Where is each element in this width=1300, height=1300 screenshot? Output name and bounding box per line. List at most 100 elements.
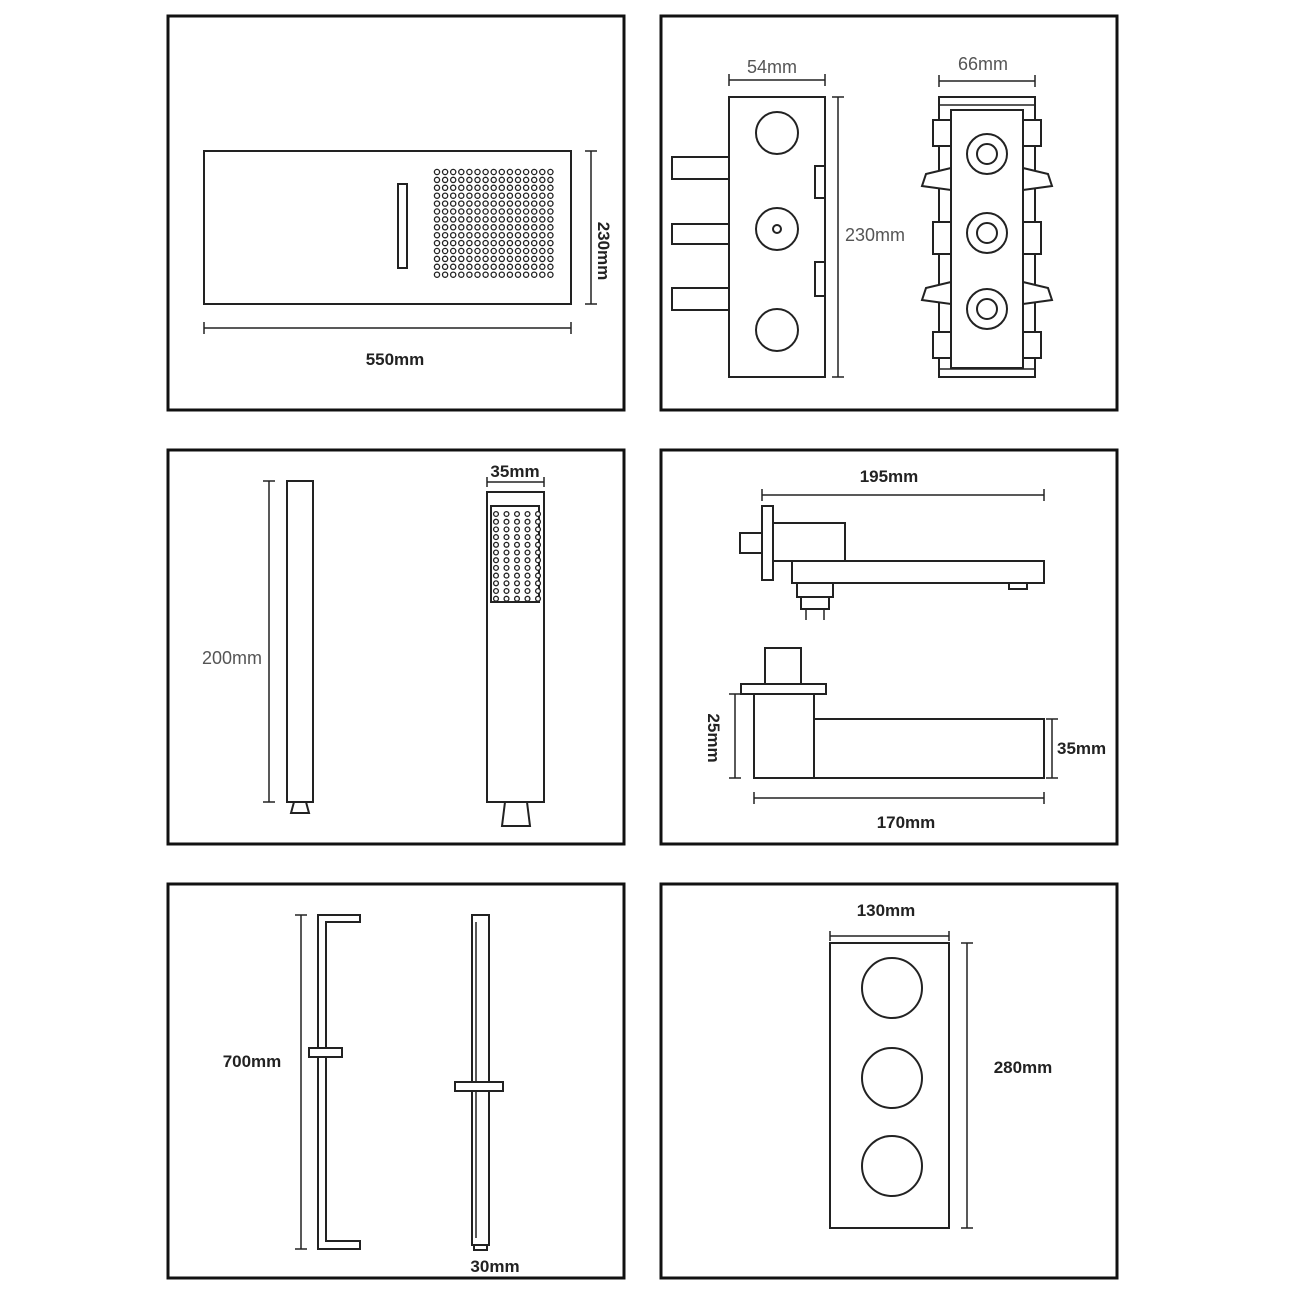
nozzle-dot xyxy=(547,208,554,215)
nozzle-dot xyxy=(433,224,441,231)
nozzle-dot xyxy=(474,184,481,192)
nozzle-dot xyxy=(466,208,473,215)
nozzle-dot xyxy=(503,595,510,602)
nozzle-dot xyxy=(441,239,449,247)
nozzle-dot xyxy=(547,224,554,231)
nozzle-dot xyxy=(482,216,489,223)
nozzle-dot xyxy=(539,271,546,278)
nozzle-dot xyxy=(539,168,546,176)
nozzle-dot xyxy=(433,208,441,215)
nozzle-dot xyxy=(506,247,514,255)
nozzle-dot xyxy=(490,231,497,239)
nozzle-dot xyxy=(506,192,514,199)
nozzle-dot xyxy=(458,192,465,199)
nozzle-dot xyxy=(433,239,441,247)
nozzle-dot xyxy=(482,168,489,176)
nozzle-dot xyxy=(539,184,546,192)
nozzle-dot xyxy=(530,216,538,223)
spout-nut xyxy=(796,582,834,598)
nozzle-dot xyxy=(524,526,531,533)
nozzle-dot xyxy=(458,239,465,247)
nozzle-dot xyxy=(534,572,542,579)
nozzle-dot xyxy=(492,564,500,571)
nozzle-dot xyxy=(492,518,500,525)
valve-port-inner xyxy=(976,222,998,244)
hand-shower-side xyxy=(286,480,314,803)
nozzle-dot xyxy=(513,510,521,518)
nozzle-dot xyxy=(433,168,441,176)
panel-slide-bar: 700mm 30mm xyxy=(166,882,626,1280)
spout-wall-plate xyxy=(761,505,774,581)
nozzle-dot xyxy=(498,239,506,247)
nozzle-dot xyxy=(466,239,473,247)
nozzle-dot xyxy=(514,271,522,278)
nozzle-dot xyxy=(506,255,514,263)
nozzle-dot xyxy=(514,176,522,184)
nozzle-dot xyxy=(514,200,522,207)
slide-bar-front xyxy=(471,914,490,1246)
nozzle-dot xyxy=(498,231,506,239)
nozzle-dot xyxy=(490,176,497,184)
nozzle-dot xyxy=(466,263,473,271)
nozzle-dot xyxy=(490,271,497,278)
nozzle-dot xyxy=(474,263,481,271)
nozzle-dot xyxy=(498,200,506,207)
nozzle-dot xyxy=(534,510,542,518)
nozzle-dot xyxy=(474,247,481,255)
nozzle-dot xyxy=(524,541,531,548)
nozzle-dot xyxy=(433,192,441,199)
spout-flange xyxy=(740,683,827,695)
nozzle-dot xyxy=(539,216,546,223)
nozzle-dot xyxy=(524,572,531,579)
nozzle-dot xyxy=(441,247,449,255)
nozzle-dot xyxy=(513,564,521,571)
nozzle-dot xyxy=(547,184,554,192)
nozzle-dot xyxy=(506,271,514,278)
rain-head-width-label: 550mm xyxy=(366,350,425,369)
panel-frame xyxy=(659,14,1119,412)
nozzle-dot xyxy=(530,184,538,192)
nozzle-dot xyxy=(449,192,457,199)
nozzle-dot xyxy=(474,168,481,176)
nozzle-dot xyxy=(482,192,489,199)
nozzle-dot xyxy=(539,263,546,271)
nozzle-dot xyxy=(498,263,506,271)
nozzle-dot xyxy=(539,231,546,239)
rain-head-height-label: 230mm xyxy=(594,222,613,281)
nozzle-dot xyxy=(513,572,521,579)
nozzle-dot xyxy=(534,564,542,571)
nozzle-dot xyxy=(524,564,531,571)
spout-riser xyxy=(764,647,802,685)
nozzle-dot xyxy=(482,208,489,215)
nozzle-dot xyxy=(503,534,510,541)
slide-bar-holder xyxy=(454,1081,504,1092)
nozzle-dot xyxy=(441,231,449,239)
nozzle-dot xyxy=(492,580,500,587)
nozzle-dot xyxy=(492,549,500,556)
nozzle-dot xyxy=(449,255,457,263)
nozzle-dot xyxy=(441,263,449,271)
nozzle-dot xyxy=(530,255,538,263)
nozzle-dot xyxy=(490,192,497,199)
nozzle-dot xyxy=(474,176,481,184)
nozzle-dot xyxy=(449,239,457,247)
nozzle-dot xyxy=(530,247,538,255)
nozzle-dot xyxy=(482,231,489,239)
nozzle-dot xyxy=(524,510,531,518)
nozzle-dot xyxy=(539,176,546,184)
nozzle-dot xyxy=(474,239,481,247)
nozzle-dot xyxy=(466,271,473,278)
nozzle-dot xyxy=(522,192,530,199)
nozzle-dot xyxy=(539,247,546,255)
nozzle-dot xyxy=(503,564,510,571)
nozzle-dot xyxy=(514,224,522,231)
nozzle-dot xyxy=(513,557,521,564)
nozzle-dot xyxy=(547,168,554,176)
hose-connector xyxy=(289,801,311,814)
nozzle-dot xyxy=(441,168,449,176)
nozzle-dot xyxy=(458,255,465,263)
nozzle-dot xyxy=(474,255,481,263)
trim-knob xyxy=(861,957,923,1019)
nozzle-dot xyxy=(534,518,542,525)
